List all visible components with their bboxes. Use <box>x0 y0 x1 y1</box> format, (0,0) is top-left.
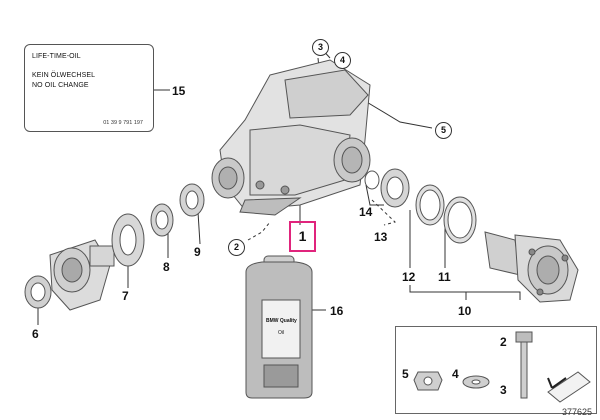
left-flange <box>24 239 115 311</box>
hw-number-2[interactable]: 2 <box>500 335 507 349</box>
callout-2[interactable]: 2 <box>228 239 245 256</box>
callout-15[interactable]: 15 <box>172 84 186 98</box>
label-line-3: NO OIL CHANGE <box>32 82 89 89</box>
callout-11[interactable]: 11 <box>438 270 451 284</box>
callout-6[interactable]: 6 <box>32 327 39 341</box>
callout-16[interactable]: 16 <box>330 304 344 318</box>
callout-1-highlight[interactable]: 1 <box>289 221 316 252</box>
life-time-oil-label: LIFE-TIME-OIL KEIN ÖLWECHSEL NO OIL CHAN… <box>24 44 154 132</box>
diagram-reference-number: 377625 <box>561 407 592 417</box>
callout-10[interactable]: 10 <box>458 304 472 318</box>
callout-1: 1 <box>298 228 307 244</box>
callout-4[interactable]: 4 <box>334 52 351 69</box>
differential-housing <box>211 59 371 216</box>
oil-bottle <box>245 255 313 399</box>
callout-8[interactable]: 8 <box>163 260 170 274</box>
callout-5[interactable]: 5 <box>435 122 452 139</box>
left-rings <box>111 183 205 267</box>
callout-9[interactable]: 9 <box>194 245 201 259</box>
bottle-brand-text: BMW Quality <box>266 318 297 324</box>
callout-7[interactable]: 7 <box>122 289 129 303</box>
hardware-box: 5 4 2 3 <box>395 326 597 414</box>
callout-3[interactable]: 3 <box>312 39 329 56</box>
hw-number-3[interactable]: 3 <box>500 383 507 397</box>
label-part-number: 01 39 9 791 197 <box>103 120 143 126</box>
label-line-2: KEIN ÖLWECHSEL <box>32 72 96 79</box>
hw-number-5[interactable]: 5 <box>402 367 409 381</box>
hw-number-4[interactable]: 4 <box>452 367 459 381</box>
right-rings <box>364 168 477 244</box>
output-flange <box>484 231 579 303</box>
label-line-1: LIFE-TIME-OIL <box>32 53 81 60</box>
callout-13[interactable]: 13 <box>374 230 388 244</box>
hardware-items <box>413 331 591 403</box>
bottle-sub-text: Oil <box>278 330 285 336</box>
callout-12[interactable]: 12 <box>402 270 416 284</box>
callout-14[interactable]: 14 <box>359 205 373 219</box>
